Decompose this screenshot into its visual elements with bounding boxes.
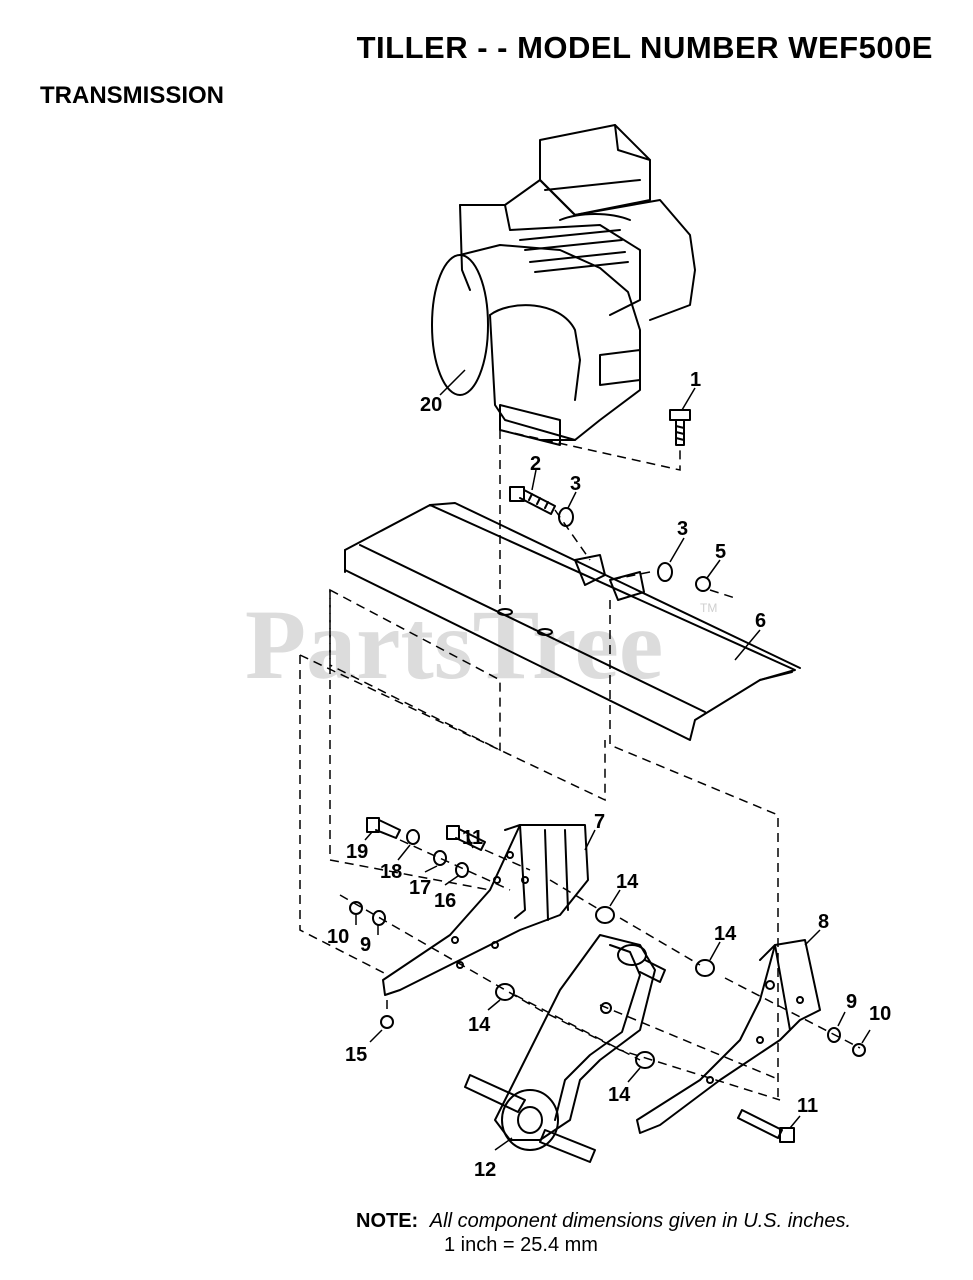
tine-shield-part-6 bbox=[344, 502, 801, 741]
bolt-part-1 bbox=[669, 409, 691, 446]
callout-20: 20 bbox=[420, 394, 442, 416]
callout-3-lower: 3 bbox=[677, 518, 688, 540]
callout-14-b: 14 bbox=[714, 923, 737, 945]
engine-part-20 bbox=[431, 124, 696, 446]
watermark-text: PartsTree bbox=[245, 589, 663, 700]
transmission-case-part-12 bbox=[464, 934, 666, 1163]
washer-part-16 bbox=[455, 862, 469, 878]
section-title: TRANSMISSION bbox=[40, 82, 225, 109]
page-title: TILLER - - MODEL NUMBER WEF500E bbox=[356, 30, 933, 65]
callout-14-c: 14 bbox=[468, 1014, 491, 1036]
callout-15: 15 bbox=[345, 1044, 367, 1066]
washer-part-17 bbox=[433, 850, 447, 866]
note-block: NOTE: All component dimensions given in … bbox=[356, 1209, 851, 1257]
right-bracket-part-8 bbox=[636, 939, 821, 1134]
note-conversion: 1 inch = 25.4 mm bbox=[444, 1234, 598, 1256]
callout-17: 17 bbox=[409, 877, 431, 899]
nut-part-10-right bbox=[852, 1043, 866, 1057]
callout-9-right: 9 bbox=[846, 991, 857, 1013]
callout-11-lower: 11 bbox=[797, 1095, 818, 1117]
nut-part-15 bbox=[380, 1015, 394, 1029]
spacer-part-14-b bbox=[695, 959, 715, 977]
spacer-part-14-a bbox=[595, 906, 615, 924]
callout-5: 5 bbox=[715, 541, 726, 563]
callout-11-upper: 11 bbox=[462, 827, 483, 849]
callout-10-left: 10 bbox=[327, 926, 349, 948]
washer-part-9-right bbox=[827, 1027, 841, 1043]
washer-part-18 bbox=[406, 829, 420, 845]
callout-8: 8 bbox=[818, 911, 829, 933]
callout-19: 19 bbox=[346, 841, 368, 863]
bolt-part-2 bbox=[509, 486, 556, 515]
bolt-part-11-lower bbox=[737, 1109, 795, 1143]
callout-10-right: 10 bbox=[869, 1003, 891, 1025]
callout-1: 1 bbox=[690, 369, 701, 391]
nut-part-10-left bbox=[349, 901, 363, 915]
callout-14-a: 14 bbox=[616, 871, 639, 893]
callout-12: 12 bbox=[474, 1159, 496, 1181]
callout-9-left: 9 bbox=[360, 934, 371, 956]
assembly-lines bbox=[299, 429, 861, 1101]
washer-part-9-left bbox=[372, 910, 386, 926]
washer-part-3-lower bbox=[657, 562, 673, 582]
note-label: NOTE: bbox=[356, 1210, 419, 1232]
callout-6: 6 bbox=[755, 610, 766, 632]
bolt-part-19 bbox=[366, 817, 401, 839]
watermark-tm: TM bbox=[700, 601, 717, 615]
callout-2: 2 bbox=[530, 453, 541, 475]
callout-14-d: 14 bbox=[608, 1084, 631, 1106]
callout-7: 7 bbox=[594, 811, 605, 833]
bolt-part-11-upper bbox=[446, 825, 486, 851]
callout-3-upper: 3 bbox=[570, 473, 581, 495]
left-bracket-part-7 bbox=[382, 824, 589, 996]
callout-18: 18 bbox=[380, 861, 402, 883]
spacer-part-14-c bbox=[495, 983, 515, 1001]
leader-lines bbox=[355, 369, 871, 1151]
washer-part-3-upper bbox=[558, 507, 574, 527]
callout-16: 16 bbox=[434, 890, 456, 912]
note-text: All component dimensions given in U.S. i… bbox=[429, 1210, 852, 1232]
spacer-part-14-d bbox=[635, 1051, 655, 1069]
nut-part-5 bbox=[695, 576, 711, 592]
